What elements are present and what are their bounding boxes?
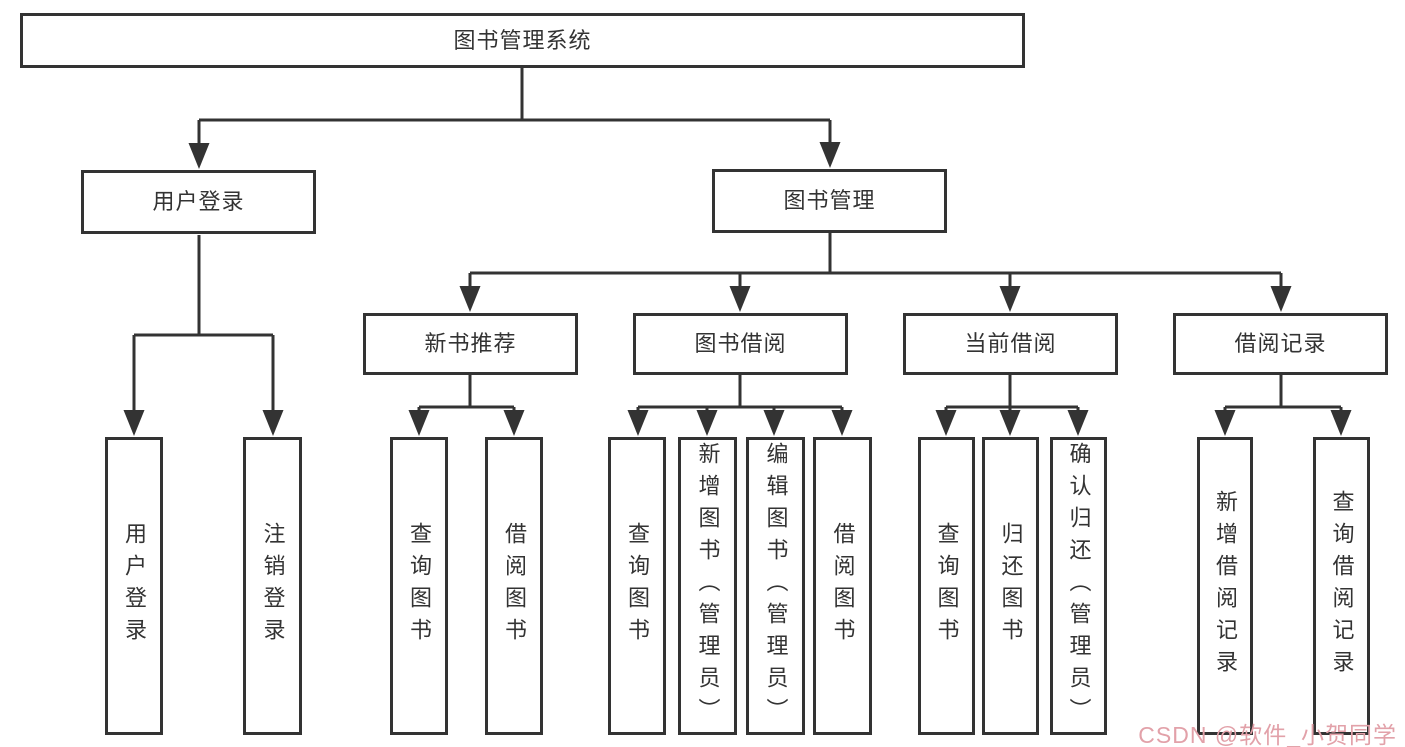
node-label: 用户登录 <box>152 189 245 214</box>
leaf-user-login: 用户登录 <box>105 437 163 735</box>
node-book-borrow: 图书借阅 <box>633 313 848 375</box>
node-label: 新书推荐 <box>424 331 517 356</box>
node-label: 新增图书（管理员） <box>695 442 721 730</box>
node-label: 借阅记录 <box>1234 331 1327 356</box>
node-label: 用户登录 <box>122 522 147 650</box>
node-label: 查询图书 <box>625 522 650 650</box>
arrowhead-icon <box>696 410 718 436</box>
arrowhead-icon <box>831 410 853 436</box>
arrowhead-icon <box>459 286 481 312</box>
node-current-borrow: 当前借阅 <box>903 313 1118 375</box>
node-book-management: 图书管理 <box>712 169 947 233</box>
leaf-query-book-borrow: 查询图书 <box>608 437 666 735</box>
node-label: 借阅图书 <box>830 522 856 650</box>
leaf-borrow-book: 借阅图书 <box>813 437 872 735</box>
node-label: 图书借阅 <box>694 331 787 356</box>
node-label: 新增借阅记录 <box>1213 490 1238 682</box>
leaf-add-book-admin: 新增图书（管理员） <box>678 437 737 735</box>
node-label: 图书管理系统 <box>453 27 592 53</box>
leaf-query-borrow-record: 查询借阅记录 <box>1313 437 1370 735</box>
arrowhead-icon <box>999 286 1021 312</box>
leaf-return-book: 归还图书 <box>982 437 1039 735</box>
connector-borrow-record <box>1223 375 1343 422</box>
node-label: 图书管理 <box>783 188 876 213</box>
connector-book-borrow <box>636 375 844 422</box>
leaf-edit-book-admin: 编辑图书（管理员） <box>746 437 805 735</box>
arrowhead-icon <box>123 410 145 436</box>
arrowhead-icon <box>188 143 210 169</box>
arrowhead-icon <box>1330 410 1352 436</box>
node-label: 归还图书 <box>998 522 1024 650</box>
arrowhead-icon <box>819 142 841 168</box>
node-root: 图书管理系统 <box>20 13 1025 68</box>
connector-new-book <box>417 375 516 422</box>
arrowhead-icon <box>935 410 957 436</box>
node-label: 查询图书 <box>934 522 960 650</box>
connector-root <box>197 68 832 155</box>
arrowhead-icon <box>1067 410 1089 436</box>
leaf-query-book-recommend: 查询图书 <box>390 437 448 735</box>
node-label: 查询借阅记录 <box>1329 490 1355 682</box>
arrowhead-icon <box>262 410 284 436</box>
node-label: 当前借阅 <box>964 331 1057 356</box>
connector-user-login <box>132 235 275 422</box>
connector-book-management <box>468 233 1283 298</box>
node-label: 编辑图书（管理员） <box>763 442 789 730</box>
node-user-login: 用户登录 <box>81 170 316 234</box>
arrowhead-layer <box>123 142 1352 436</box>
leaf-add-borrow-record: 新增借阅记录 <box>1197 437 1253 735</box>
arrowhead-icon <box>729 286 751 312</box>
node-label: 查询图书 <box>407 522 432 650</box>
watermark: CSDN @软件_小贺同学 <box>1138 722 1397 747</box>
arrowhead-icon <box>1270 286 1292 312</box>
node-label: 确认归还（管理员） <box>1066 442 1092 730</box>
leaf-query-book-current: 查询图书 <box>918 437 975 735</box>
arrowhead-icon <box>408 410 430 436</box>
leaf-borrow-book-recommend: 借阅图书 <box>485 437 543 735</box>
arrowhead-icon <box>627 410 649 436</box>
leaf-confirm-return-admin: 确认归还（管理员） <box>1050 437 1107 735</box>
node-label: 注销登录 <box>260 522 286 650</box>
arrowhead-icon <box>1214 410 1236 436</box>
node-new-book-recommend: 新书推荐 <box>363 313 578 375</box>
node-label: 借阅图书 <box>502 522 527 650</box>
node-borrow-record: 借阅记录 <box>1173 313 1388 375</box>
arrowhead-icon <box>999 410 1021 436</box>
arrowhead-icon <box>503 410 525 436</box>
arrowhead-icon <box>763 410 785 436</box>
leaf-logout: 注销登录 <box>243 437 302 735</box>
